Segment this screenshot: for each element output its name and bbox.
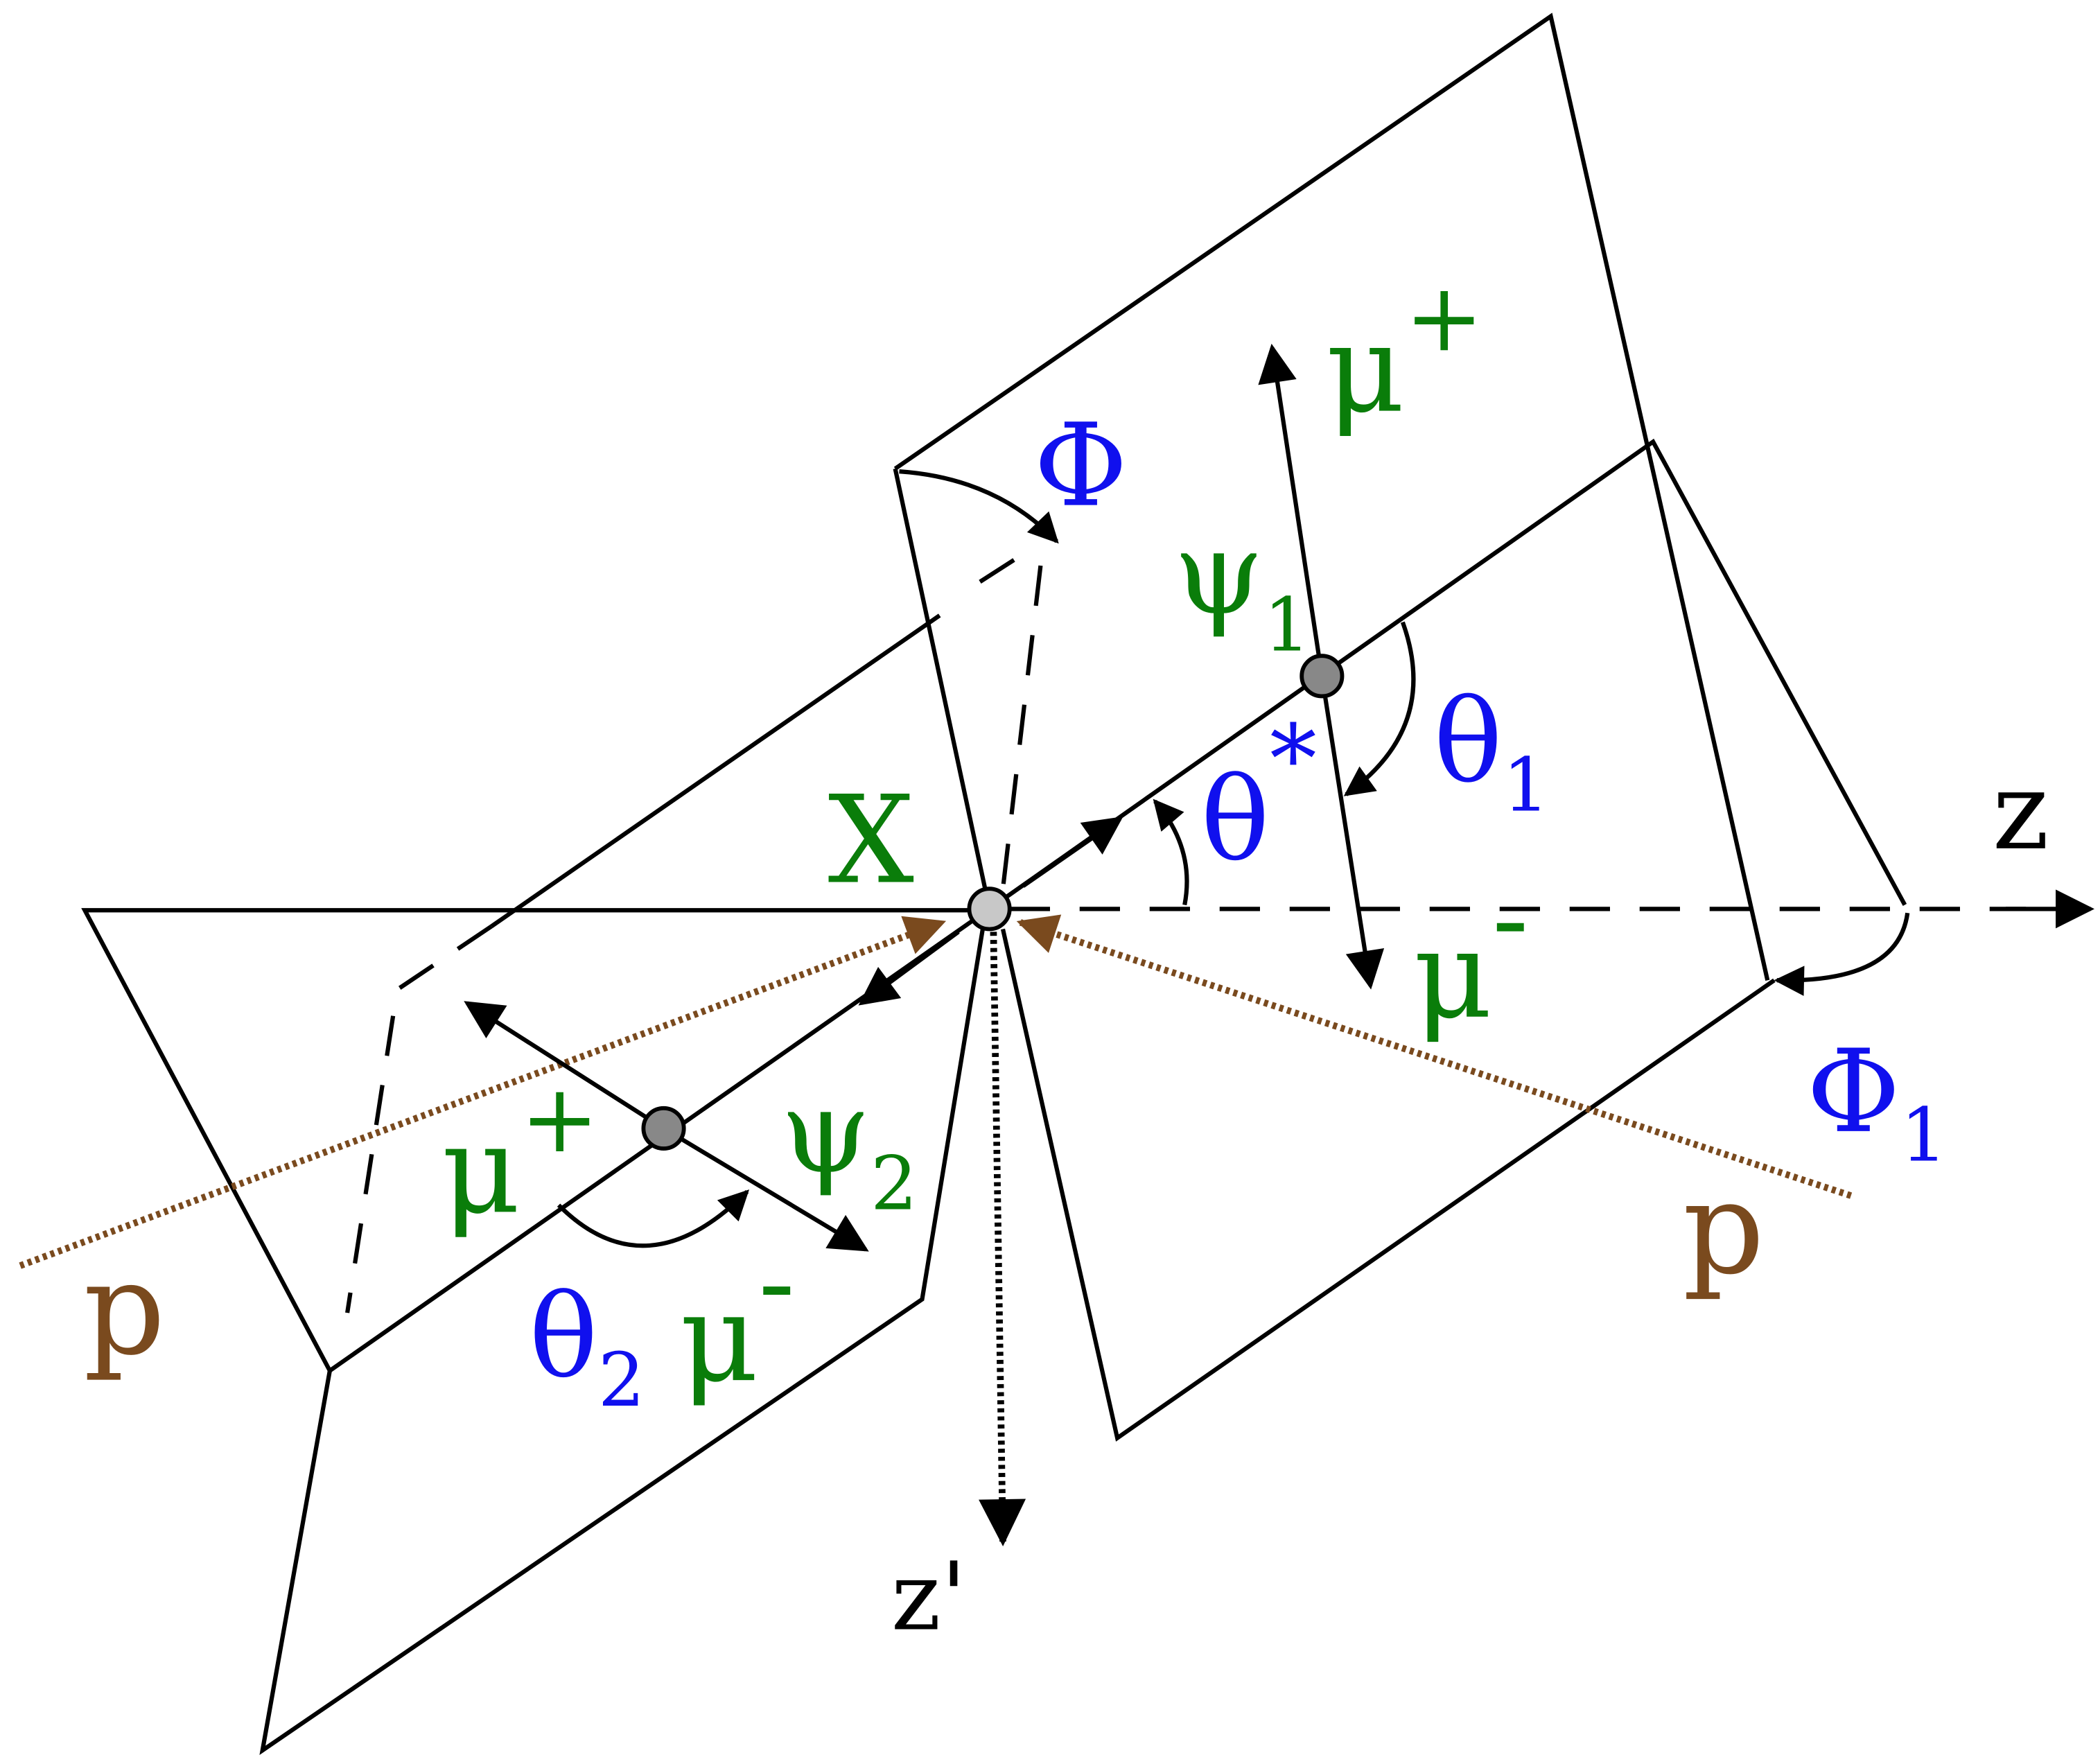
production-plane-left [81,613,991,1374]
theta1-label: θ1 [1434,675,1550,829]
mu-minus-2-arrow [662,1126,869,1252]
z-prime-arrow [979,932,1026,1547]
z1-direction-arrow [1022,816,1123,888]
mu-minus-1-charge: - [1492,856,1529,981]
mu-minus-1-symbol: μ [1413,905,1492,1046]
theta1-arc [1343,621,1416,796]
mu-plus-2-symbol: μ [441,1100,520,1241]
resonance-label: X [828,771,914,911]
mu-plus-1-charge: + [1405,263,1484,373]
z-axis-label: z [1993,749,2049,874]
theta-star-label: θ* [1201,705,1317,886]
mu-minus-1-arrow [1320,675,1385,990]
vertex-Z2 [641,1106,686,1151]
Phi1-symbol: Φ [1807,1025,1900,1158]
mu-minus-2-charge: - [758,1220,795,1345]
Phi-arc [899,469,1059,544]
Phi-label: Φ [1034,399,1128,532]
mu-minus-1-label: μ- [1413,856,1528,1045]
psi1-subscript: 1 [1263,582,1311,668]
Phi1-label: Φ1 [1807,1025,1948,1179]
psi2-label: ψ2 [781,1065,918,1227]
decay-plane-2 [259,543,1043,1756]
mu-plus-1-label: μ+ [1326,263,1484,439]
z2-direction-arrow [858,929,960,1006]
vertex-X [967,887,1012,932]
proton-right-label: p [1683,1154,1765,1303]
psi1-label: ψ1 [1174,507,1311,668]
proton-right-line [1016,914,1853,1199]
psi2-subscript: 2 [870,1141,918,1227]
theta2-arc [557,1189,750,1248]
psi2-symbol: ψ [781,1065,870,1198]
theta2-symbol: θ [529,1270,597,1403]
Phi1-subscript: 1 [1900,1093,1948,1179]
theta1-subscript: 1 [1503,743,1550,829]
theta2-subscript: 2 [598,1338,645,1424]
proton-left-label: p [83,1234,165,1383]
proton-left-line [19,916,947,1269]
z-prime-label: z' [891,1542,967,1652]
vertex-Z1 [1300,654,1345,699]
theta2-label: θ2 [529,1270,645,1424]
decay-plane-1 [893,12,1776,1442]
mu-plus-1-symbol: μ [1326,299,1405,440]
mu-minus-2-symbol: μ [680,1268,759,1409]
mu-plus-1-arrow [1258,343,1324,676]
theta-star-superscript: * [1270,705,1317,814]
theta-star-arc [1153,798,1189,906]
mu-plus-2-charge: + [520,1065,600,1174]
mu-plus-2-label: μ+ [441,1065,600,1241]
mu-plus-2-arrow [464,1001,665,1130]
mu-minus-2-label: μ- [680,1220,795,1409]
production-plane-right [988,438,1907,911]
theta1-symbol: θ [1434,675,1503,808]
Phi1-arc [1774,912,1910,996]
theta-star-symbol: θ [1201,753,1270,886]
psi1-symbol: ψ [1174,507,1263,640]
